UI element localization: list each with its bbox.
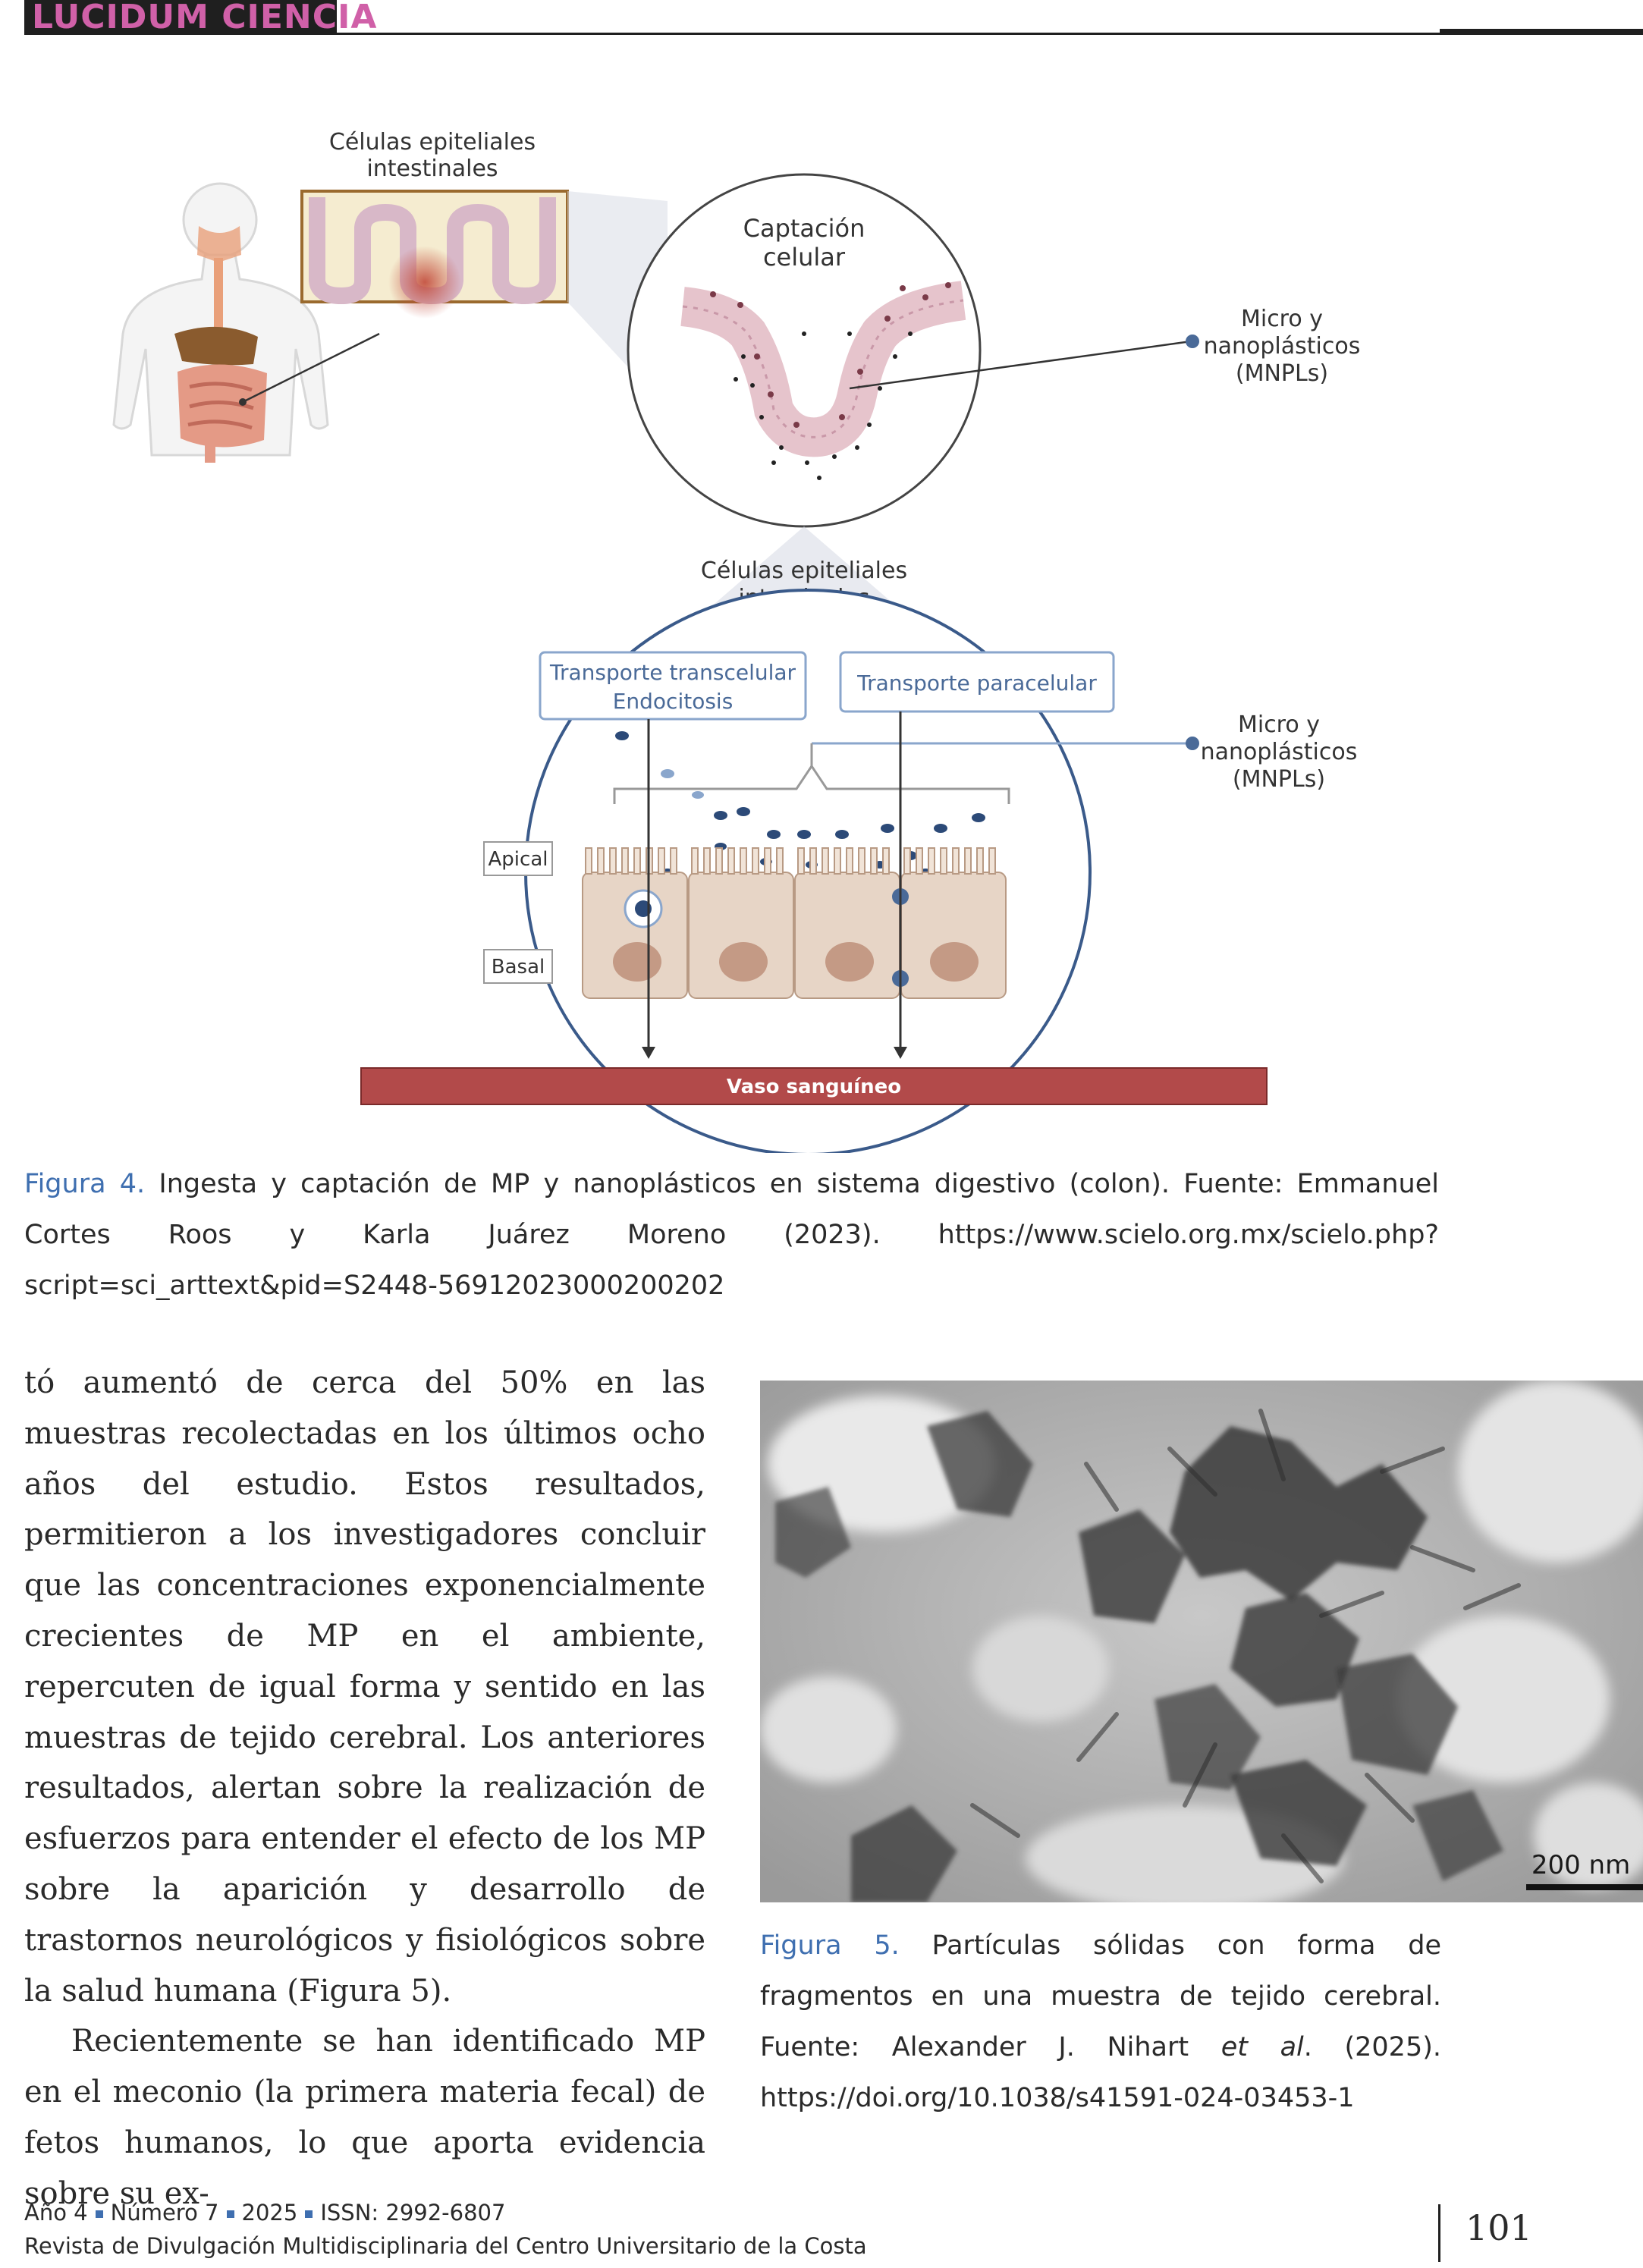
label-vessel: Vaso sanguíneo (727, 1076, 901, 1098)
label-epithelial-mid-1: Células epiteliales (701, 558, 907, 584)
label-mnpl-mid-1: Micro y (1238, 711, 1320, 738)
footer-date: 2025 (241, 2200, 298, 2226)
footer-year: Año 4 (24, 2200, 88, 2226)
label-apical: Apical (489, 848, 548, 871)
intestinal-villi-box (300, 190, 569, 319)
footer-number: Número 7 (110, 2200, 219, 2226)
paracellular-box (839, 651, 1115, 713)
separator-square-icon (226, 2210, 234, 2218)
page-number-divider (1438, 2204, 1440, 2262)
basal-tag (483, 949, 553, 984)
header-rule (337, 33, 1643, 35)
figure-5-label: Figura 5. (760, 1930, 900, 1961)
body-paragraph-2: Recientemente se han identificado MP en … (24, 2024, 705, 2211)
label-epithelial-top-1: Células epiteliales (329, 129, 536, 155)
figure-5-caption-text-1: Partículas sólidas con forma de fragment… (760, 1930, 1441, 2062)
label-uptake-2: celular (763, 243, 846, 272)
page-number: 101 (1466, 2207, 1532, 2248)
figure-4-caption-text: Ingesta y captación de MP y nanoplástico… (24, 1169, 1439, 1301)
solid-fragments (775, 1411, 1503, 1902)
connector-line (242, 332, 380, 404)
separator-square-icon (95, 2210, 103, 2218)
header-band (24, 0, 337, 35)
transcellular-box (539, 651, 807, 721)
footer-journal: Revista de Divulgación Multidisciplinari… (24, 2233, 867, 2259)
separator-square-icon (305, 2210, 313, 2218)
footer-issue-info: Año 4 Número 7 2025 ISSN: 2992-6807 (24, 2200, 505, 2226)
human-body-icon (112, 182, 329, 463)
connector-dot (239, 398, 247, 406)
mnpl-marker-mid (1186, 737, 1199, 750)
figure-5-caption-text-2: . (2025). https://doi.org/10.1038/s41591… (760, 2032, 1441, 2113)
figure-5-caption-etal: et al (1220, 2032, 1304, 2062)
body-column: tó aumentó de cerca del 50% en las muest… (24, 1358, 705, 2219)
label-paracellular: Transporte paracelular (856, 671, 1097, 696)
blood-vessel (360, 1067, 1268, 1105)
label-transcellular-1: Transporte transcelular (549, 660, 796, 685)
mnpl-marker-top (1186, 335, 1199, 348)
apical-tag (483, 841, 553, 876)
header-rule-accent (1440, 29, 1643, 35)
label-mnpl-top-1: Micro y (1241, 306, 1323, 332)
label-mnpl-mid-3: (MNPLs) (1233, 766, 1325, 793)
label-basal: Basal (492, 956, 545, 979)
footer-issn: ISSN: 2992-6807 (320, 2200, 506, 2226)
body-paragraph-1: tó aumentó de cerca del 50% en las muest… (24, 1365, 705, 2009)
figure-4-caption: Figura 4. Ingesta y captación de MP y na… (24, 1159, 1439, 1311)
journal-brand: LUCIDUM CIENCIA (32, 0, 378, 36)
figure-4-label: Figura 4. (24, 1169, 146, 1199)
figure-5-caption: Figura 5. Partículas sólidas con forma d… (760, 1921, 1441, 2124)
label-epithelial-top-2: intestinales (366, 155, 498, 182)
label-uptake-1: Captación (743, 214, 865, 243)
label-mnpl-mid-2: nanoplásticos (1201, 739, 1358, 765)
label-transcellular-2: Endocitosis (613, 689, 734, 714)
scale-bar (1526, 1884, 1643, 1890)
label-mnpl-top-3: (MNPLs) (1236, 360, 1328, 387)
figure-5-micrograph: 200 nm (760, 1381, 1643, 1902)
label-mnpl-top-2: nanoplásticos (1204, 333, 1361, 360)
figure-4-diagram: Células epiteliales intestinales Captaci… (112, 129, 1361, 1153)
villus-crypt (680, 281, 966, 480)
scale-bar-label: 200 nm (1531, 1850, 1630, 1880)
mnpl-pointer-top (849, 340, 1192, 390)
needle-fragments (970, 1409, 1521, 1883)
